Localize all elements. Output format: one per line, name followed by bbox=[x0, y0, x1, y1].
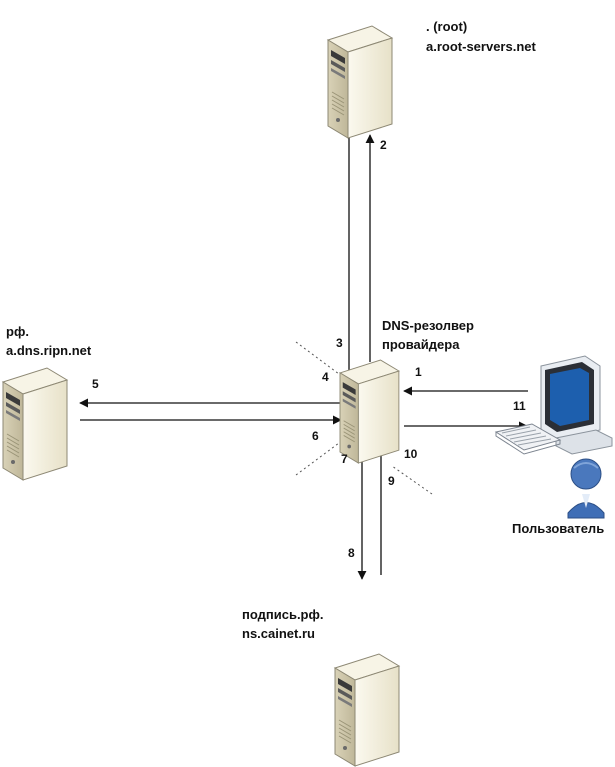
step-number: 4 bbox=[322, 370, 329, 384]
step-number: 8 bbox=[348, 546, 355, 560]
server-icon bbox=[334, 653, 400, 767]
step-number: 6 bbox=[312, 429, 319, 443]
step-number: 9 bbox=[388, 474, 395, 488]
podpis-server-label-line2: ns.cainet.ru bbox=[242, 626, 315, 641]
step-number: 7 bbox=[341, 452, 348, 466]
step-number: 11 bbox=[513, 399, 526, 413]
podpis-server-label-line1: подпись.рф. bbox=[242, 607, 324, 622]
dotted-guides bbox=[295, 341, 433, 495]
resolver-label-line1: DNS-резолвер bbox=[382, 318, 474, 333]
rf-server-label-line1: рф. bbox=[6, 324, 29, 339]
rf-server-label-line2: a.dns.ripn.net bbox=[6, 343, 92, 358]
step-number: 3 bbox=[336, 336, 343, 350]
server-icon bbox=[327, 25, 393, 139]
step-number: 5 bbox=[92, 377, 99, 391]
server-icon bbox=[339, 359, 400, 464]
flow-arrows bbox=[79, 134, 528, 580]
user-label: Пользователь bbox=[512, 521, 605, 536]
resolver-label-line2: провайдера bbox=[382, 337, 460, 352]
server-icon bbox=[2, 367, 68, 481]
root-server-label-line2: a.root-servers.net bbox=[426, 39, 536, 54]
root-server-label-line1: . (root) bbox=[426, 19, 468, 34]
keyboard-icon bbox=[494, 423, 562, 455]
computer-icon bbox=[540, 355, 613, 455]
step-number: 10 bbox=[404, 447, 418, 461]
user-icon bbox=[567, 458, 605, 519]
step-number: 1 bbox=[415, 365, 422, 379]
step-number: 2 bbox=[380, 138, 387, 152]
